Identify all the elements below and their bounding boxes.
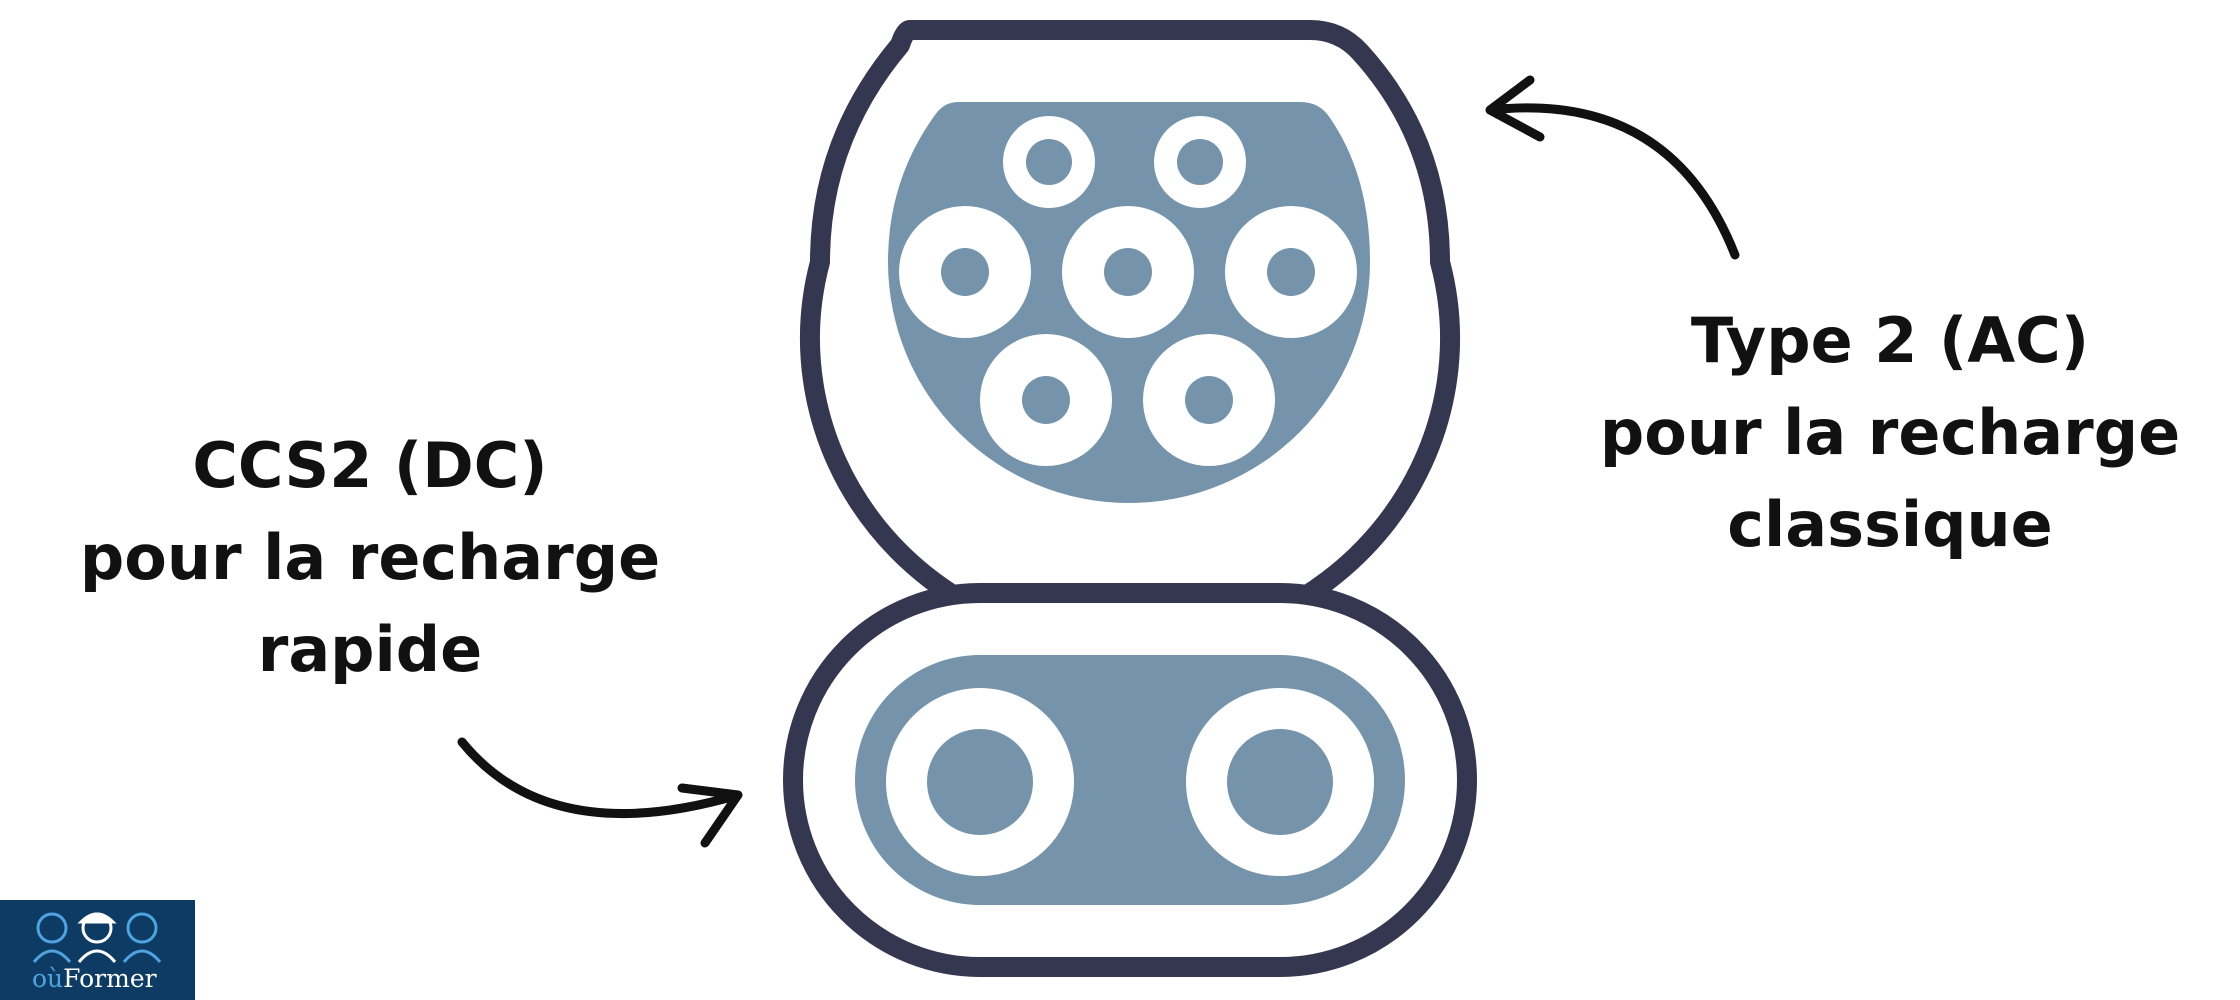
type2-pin — [1225, 206, 1357, 338]
type2-pin — [980, 334, 1112, 466]
type2-pin — [1154, 116, 1246, 208]
type2-label-line-1: Type 2 (AC) — [1690, 304, 2090, 377]
ccs2-label-line-3: rapide — [257, 613, 483, 686]
brand-suffix: Former — [63, 964, 157, 993]
arrow-to-ccs2 — [457, 737, 743, 848]
type2-pin — [1003, 116, 1095, 208]
type2-pin — [1143, 334, 1275, 466]
ccs2-pin — [886, 688, 1074, 876]
ccs2-label-line-1: CCS2 (DC) — [192, 429, 548, 502]
ccs2-pins — [886, 688, 1374, 876]
type2-pins — [899, 116, 1357, 466]
ccs2-dc-label: CCS2 (DC) pour la recharge rapide — [60, 420, 680, 696]
brand-logo: oùFormer — [0, 900, 195, 1000]
type2-pin — [1062, 206, 1194, 338]
type2-pin — [899, 206, 1031, 338]
ccs2-label-line-2: pour la recharge — [79, 521, 661, 594]
brand-prefix: où — [32, 964, 64, 993]
type2-label-line-3: classique — [1727, 488, 2053, 561]
arrow-to-type2 — [1485, 75, 1740, 260]
ccs2-pin — [1186, 688, 1374, 876]
brand-name: oùFormer — [32, 964, 157, 993]
people-icon — [32, 912, 162, 963]
curved-arrow-icon — [457, 75, 1740, 848]
type2-connector-icon — [800, 20, 1460, 657]
type2-ac-label: Type 2 (AC) pour la recharge classique — [1570, 295, 2210, 571]
type2-label-line-2: pour la recharge — [1599, 396, 2181, 469]
